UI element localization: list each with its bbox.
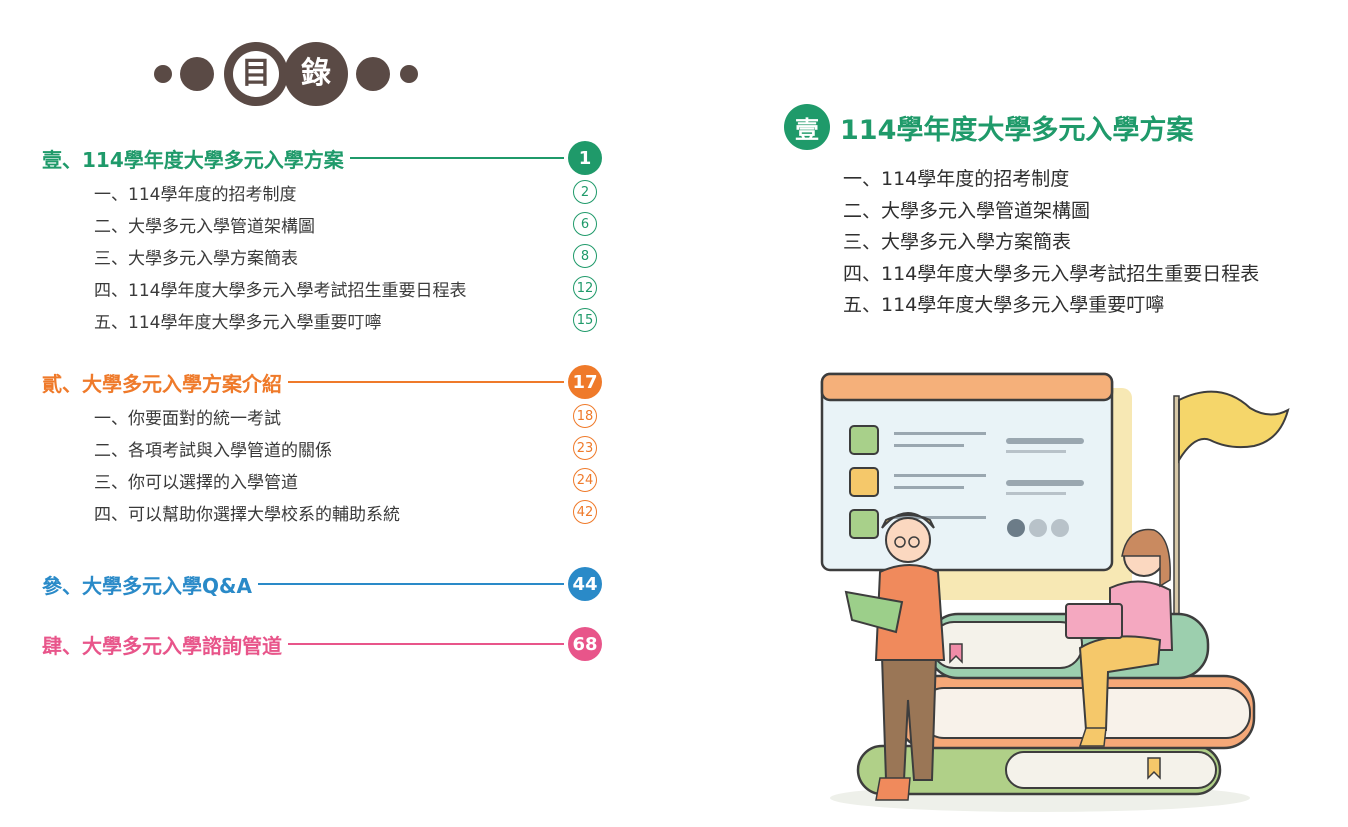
toc-section-1[interactable]: 壹、114學年度大學多元入學方案 1 一、114學年度的招考制度 2 二、大學多… xyxy=(42,140,602,336)
leader-line xyxy=(257,583,564,585)
flag-icon xyxy=(1173,390,1290,627)
chapter-badge: 壹 xyxy=(784,104,830,150)
student-girl-figure xyxy=(1065,528,1174,747)
toc-item-page: 23 xyxy=(573,436,597,460)
chapter-item[interactable]: 五、114學年度大學多元入學重要叮嚀 xyxy=(843,294,1165,316)
section-heading[interactable]: 貳、大學多元入學方案介紹 17 xyxy=(42,364,602,400)
toc-item-page: 2 xyxy=(573,180,597,204)
browser-window-icon xyxy=(820,372,1114,572)
toc-item[interactable]: 四、114學年度大學多元入學考試招生重要日程表 12 xyxy=(42,272,602,304)
chapter-heading: 壹 114學年度大學多元入學方案 xyxy=(784,104,1193,150)
toc-item-label: 四、可以幫助你選擇大學校系的輔助系統 xyxy=(94,504,400,525)
toc-item[interactable]: 四、可以幫助你選擇大學校系的輔助系統 42 xyxy=(42,496,602,528)
chapter-item[interactable]: 一、114學年度的招考制度 xyxy=(843,168,1070,190)
section-title: 參、大學多元入學Q&A xyxy=(42,569,258,599)
toc-title: 目 錄 xyxy=(150,40,430,110)
section-page-badge: 1 xyxy=(568,141,602,175)
toc-section-4[interactable]: 肆、大學多元入學諮詢管道 68 xyxy=(42,626,602,662)
toc-item[interactable]: 三、你可以選擇的入學管道 24 xyxy=(42,464,602,496)
title-char-circle: 目 xyxy=(224,42,288,106)
toc-item-page: 42 xyxy=(573,500,597,524)
section-title: 貳、大學多元入學方案介紹 xyxy=(42,367,288,397)
students-books-illustration xyxy=(820,372,1290,812)
leader-line xyxy=(288,643,564,645)
leader-line xyxy=(349,157,564,159)
section-page-badge: 17 xyxy=(568,365,602,399)
toc-item-page: 8 xyxy=(573,244,597,268)
toc-item-page: 6 xyxy=(573,212,597,236)
chapter-item[interactable]: 三、大學多元入學方案簡表 xyxy=(843,231,1072,253)
section-title: 肆、大學多元入學諮詢管道 xyxy=(42,629,288,659)
chapter-item-list: 一、114學年度的招考制度 二、大學多元入學管道架構圖 三、大學多元入學方案簡表… xyxy=(843,164,1259,322)
title-dot xyxy=(400,65,418,83)
toc-section-3[interactable]: 參、大學多元入學Q&A 44 xyxy=(42,566,602,602)
toc-item-label: 五、114學年度大學多元入學重要叮嚀 xyxy=(94,312,382,333)
section-page-badge: 44 xyxy=(568,567,602,601)
toc-item-label: 一、你要面對的統一考試 xyxy=(94,408,281,429)
toc-item-label: 二、大學多元入學管道架構圖 xyxy=(94,216,315,237)
title-dot xyxy=(180,57,214,91)
chapter-item[interactable]: 四、114學年度大學多元入學考試招生重要日程表 xyxy=(843,262,1260,285)
section-heading[interactable]: 肆、大學多元入學諮詢管道 68 xyxy=(42,626,602,662)
title-char-circle: 錄 xyxy=(284,42,348,106)
toc-item-label: 三、大學多元入學方案簡表 xyxy=(94,248,298,269)
toc-item-label: 四、114學年度大學多元入學考試招生重要日程表 xyxy=(94,280,467,301)
section-page-badge: 68 xyxy=(568,627,602,661)
toc-item-label: 一、114學年度的招考制度 xyxy=(94,184,297,205)
title-char: 目 xyxy=(233,51,279,97)
toc-item-page: 12 xyxy=(573,276,597,300)
student-boy-figure xyxy=(844,512,946,801)
toc-item-page: 24 xyxy=(573,468,597,492)
toc-item-page: 15 xyxy=(573,308,597,332)
toc-item-page: 18 xyxy=(573,404,597,428)
toc-item-label: 二、各項考試與入學管道的關係 xyxy=(94,440,332,461)
toc-item[interactable]: 一、你要面對的統一考試 18 xyxy=(42,400,602,432)
chapter-item[interactable]: 二、大學多元入學管道架構圖 xyxy=(843,199,1091,222)
section-heading[interactable]: 壹、114學年度大學多元入學方案 1 xyxy=(42,140,602,176)
leader-line xyxy=(288,381,564,383)
toc-section-2[interactable]: 貳、大學多元入學方案介紹 17 一、你要面對的統一考試 18 二、各項考試與入學… xyxy=(42,364,602,528)
title-char: 錄 xyxy=(301,56,331,91)
toc-item[interactable]: 三、大學多元入學方案簡表 8 xyxy=(42,240,602,272)
title-dot xyxy=(356,57,390,91)
toc-item[interactable]: 五、114學年度大學多元入學重要叮嚀 15 xyxy=(42,304,602,336)
toc-item-label: 三、你可以選擇的入學管道 xyxy=(94,472,298,493)
section-title: 壹、114學年度大學多元入學方案 xyxy=(42,143,350,173)
toc-item[interactable]: 一、114學年度的招考制度 2 xyxy=(42,176,602,208)
toc-item[interactable]: 二、各項考試與入學管道的關係 23 xyxy=(42,432,602,464)
title-dot xyxy=(154,65,172,83)
chapter-title: 114學年度大學多元入學方案 xyxy=(840,114,1194,146)
section-heading[interactable]: 參、大學多元入學Q&A 44 xyxy=(42,566,602,602)
toc-item[interactable]: 二、大學多元入學管道架構圖 6 xyxy=(42,208,602,240)
